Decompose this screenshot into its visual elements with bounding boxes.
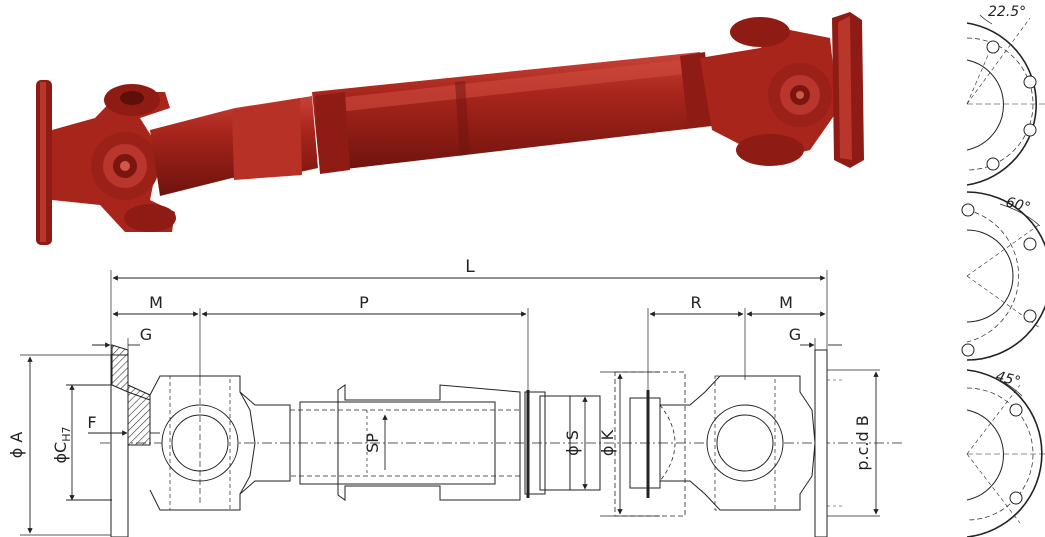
left-yoke-section: [149, 375, 291, 511]
right-flange: [832, 12, 864, 168]
label-F: F: [87, 413, 96, 432]
shaft-photo: [36, 12, 864, 245]
left-flange: [36, 80, 52, 245]
label-K: ϕ K: [598, 429, 617, 456]
flange-view-60: [961, 191, 1045, 361]
label-G-right: G: [789, 325, 801, 344]
right-yoke: [700, 17, 838, 166]
left-flange-section: [110, 344, 151, 537]
dimension-lines: [27, 275, 879, 534]
label-R: R: [690, 293, 701, 312]
label-M-left: M: [149, 293, 163, 312]
label-C-tolerance: H7: [60, 426, 73, 441]
label-G-left: G: [140, 325, 152, 344]
label-C-phi: ϕ: [51, 453, 70, 464]
label-L: L: [465, 257, 475, 277]
dimension-labels: L M P R M G G F ϕ A ϕCH7 SP ϕ S ϕ K p.c.…: [7, 257, 872, 471]
left-shaft-stub: [150, 96, 318, 196]
right-flange-section: [814, 349, 880, 537]
label-A: ϕ A: [7, 432, 26, 459]
technical-drawing: [20, 270, 905, 537]
label-C-letter: C: [51, 442, 70, 453]
flange-angle-labels: 22.5° 60° 45°: [988, 4, 1032, 390]
flange-view-45: [966, 369, 1045, 537]
flange-view-22-5: [966, 14, 1045, 186]
label-C: ϕCH7: [51, 426, 73, 463]
main-tube: [312, 52, 712, 174]
flange-views: [961, 14, 1045, 537]
extension-lines: [20, 270, 828, 536]
angle-label-60: 60°: [1004, 194, 1032, 216]
angle-label-22-5: 22.5°: [988, 4, 1026, 20]
label-SP: SP: [363, 433, 382, 453]
label-M-right: M: [779, 293, 793, 312]
label-S: ϕ S: [563, 430, 582, 456]
label-B: p.c.d B: [853, 415, 872, 470]
right-shaft-section: [614, 371, 686, 517]
middle-shaft-section: [289, 384, 601, 501]
label-P: P: [359, 293, 369, 312]
angle-label-45: 45°: [994, 368, 1022, 390]
left-yoke: [52, 84, 176, 232]
